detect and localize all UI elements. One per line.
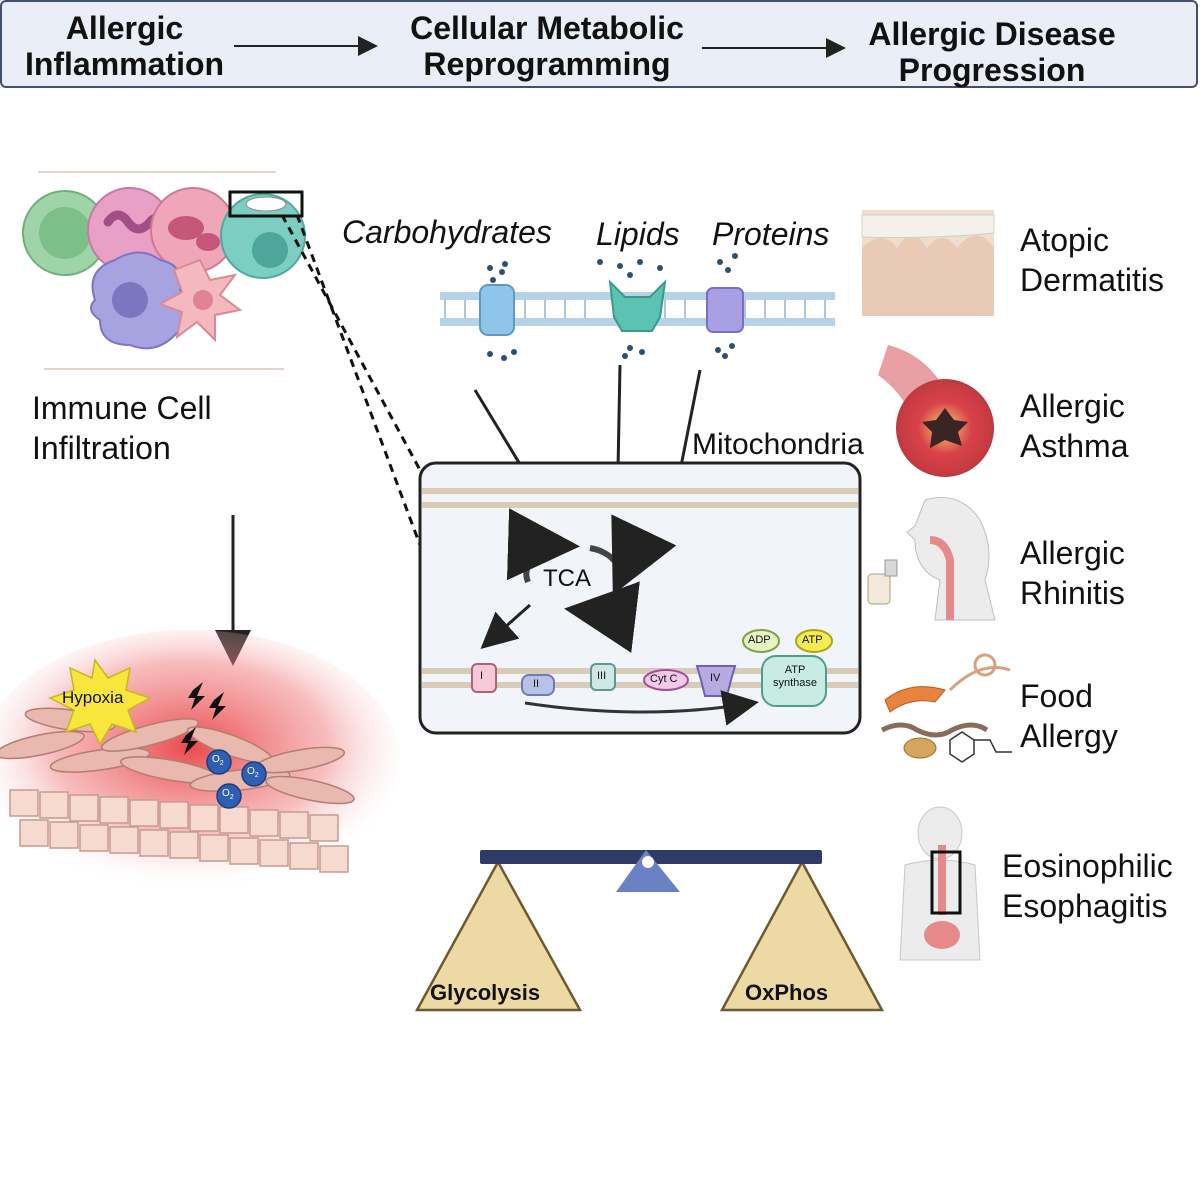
complex-II (521, 674, 555, 696)
food-allergens (880, 653, 1012, 763)
atp-label: ATP (802, 634, 823, 646)
cell-membrane (440, 253, 835, 361)
lightning-icon (181, 727, 198, 755)
peanut-icon (903, 737, 937, 759)
oxygen-molecule (241, 761, 267, 787)
metabolic-balance (414, 850, 885, 1012)
complex-II-label: II (533, 678, 540, 690)
lipids-label: Lipids (596, 216, 680, 252)
hypoxia-label: Hypoxia (62, 688, 124, 707)
mitochondria-label: Mitochondria (692, 428, 864, 461)
molecule-icon (949, 731, 1012, 763)
carbohydrate-transporter (479, 284, 515, 336)
hypoxia-burst (48, 658, 152, 746)
complex-III (590, 663, 616, 691)
glycolysis-weight (414, 859, 583, 1012)
complex-I-label: I (480, 670, 484, 682)
banner-arrows (234, 36, 846, 58)
lightning-icon (209, 692, 226, 720)
cytochrome-c (643, 669, 689, 691)
immune-cells-cluster (22, 171, 306, 370)
inflamed-tissue (0, 630, 400, 890)
complex-IV-label: IV (710, 672, 721, 684)
cyt-c-label: Cyt C (650, 673, 678, 685)
protein-transporter (706, 287, 744, 333)
proton-flow-arrow (524, 690, 759, 726)
oxphos-weight (719, 859, 885, 1012)
adp-label: ADP (748, 634, 771, 646)
esophagus-highlight-box (930, 850, 962, 915)
carbohydrates-label: Carbohydrates (342, 214, 552, 250)
skin-illustration (861, 210, 995, 316)
lipid-transporter (608, 279, 667, 332)
complex-III-label: III (597, 670, 607, 682)
oxygen-label: O2 (247, 766, 259, 779)
oxygen-label: O2 (222, 788, 234, 801)
airway-illustration (878, 345, 994, 477)
atp-bubble (795, 629, 833, 653)
oxphos-label: OxPhos (745, 980, 829, 1005)
nasal-spray (867, 573, 891, 605)
fulcrum (616, 850, 680, 892)
oxygen-molecule (216, 783, 242, 809)
glycolysis-label: Glycolysis (430, 980, 541, 1005)
oxygen-molecule (206, 749, 232, 775)
esophagus-illustration (899, 806, 981, 961)
arrow-tca-etc (480, 603, 531, 649)
tca-label: TCA (543, 565, 591, 592)
zoom-box (228, 190, 304, 218)
nasal-illustration (867, 497, 996, 621)
mitochondria-panel (418, 461, 862, 735)
zoom-line-1 (280, 214, 422, 471)
lightning-icon (188, 682, 205, 710)
adp-bubble (742, 629, 780, 653)
complex-I (471, 663, 497, 693)
tca-cycle-arrows (506, 508, 677, 653)
atp-synthase (761, 655, 827, 707)
zoom-line-2 (295, 214, 422, 546)
proteins-label: Proteins (712, 216, 830, 252)
oxygen-label: O2 (212, 754, 224, 767)
